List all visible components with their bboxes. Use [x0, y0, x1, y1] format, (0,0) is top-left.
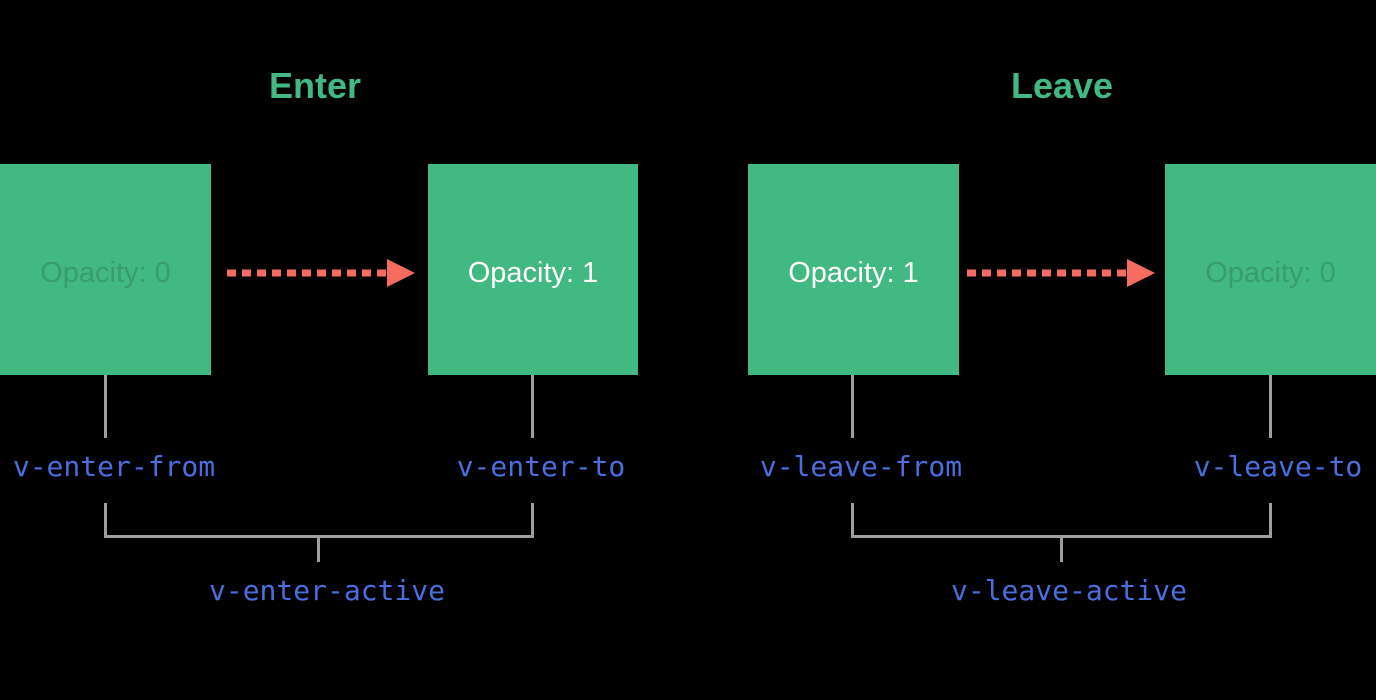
leave-to-box-label: Opacity: 0 — [1205, 257, 1336, 289]
v-leave-to-label: v-leave-to — [1193, 450, 1363, 483]
enter-bracket-horizontal-line — [104, 535, 534, 538]
enter-to-box: Opacity: 1 — [428, 164, 638, 375]
dashed-arrow-right-icon — [227, 259, 415, 287]
enter-to-box-label: Opacity: 1 — [467, 257, 599, 289]
leave-to-connector-line — [1269, 375, 1272, 438]
v-enter-from-label: v-enter-from — [12, 450, 216, 483]
leave-bracket-horizontal-line — [851, 535, 1272, 538]
v-leave-from-label: v-leave-from — [759, 450, 963, 483]
leave-to-box: Opacity: 0 — [1165, 164, 1376, 375]
leave-bracket-drop-line — [1060, 538, 1063, 562]
v-enter-to-label: v-enter-to — [456, 450, 626, 483]
leave-bracket-left-line — [851, 503, 854, 538]
enter-section-title: Enter — [268, 65, 362, 106]
leave-from-box: Opacity: 1 — [748, 164, 959, 375]
leave-from-connector-line — [851, 375, 854, 438]
enter-from-box: Opacity: 0 — [0, 164, 211, 375]
enter-to-connector-line — [531, 375, 534, 438]
leave-from-box-label: Opacity: 1 — [788, 257, 919, 289]
dashed-arrow-right-icon — [967, 259, 1155, 287]
v-leave-active-label: v-leave-active — [950, 574, 1187, 607]
enter-bracket-right-line — [531, 503, 534, 538]
enter-from-box-label: Opacity: 0 — [40, 257, 171, 289]
v-enter-active-label: v-enter-active — [208, 574, 445, 607]
leave-section-title: Leave — [1010, 65, 1114, 106]
enter-bracket-left-line — [104, 503, 107, 538]
enter-bracket-drop-line — [317, 538, 320, 562]
enter-from-connector-line — [104, 375, 107, 438]
leave-bracket-right-line — [1269, 503, 1272, 538]
